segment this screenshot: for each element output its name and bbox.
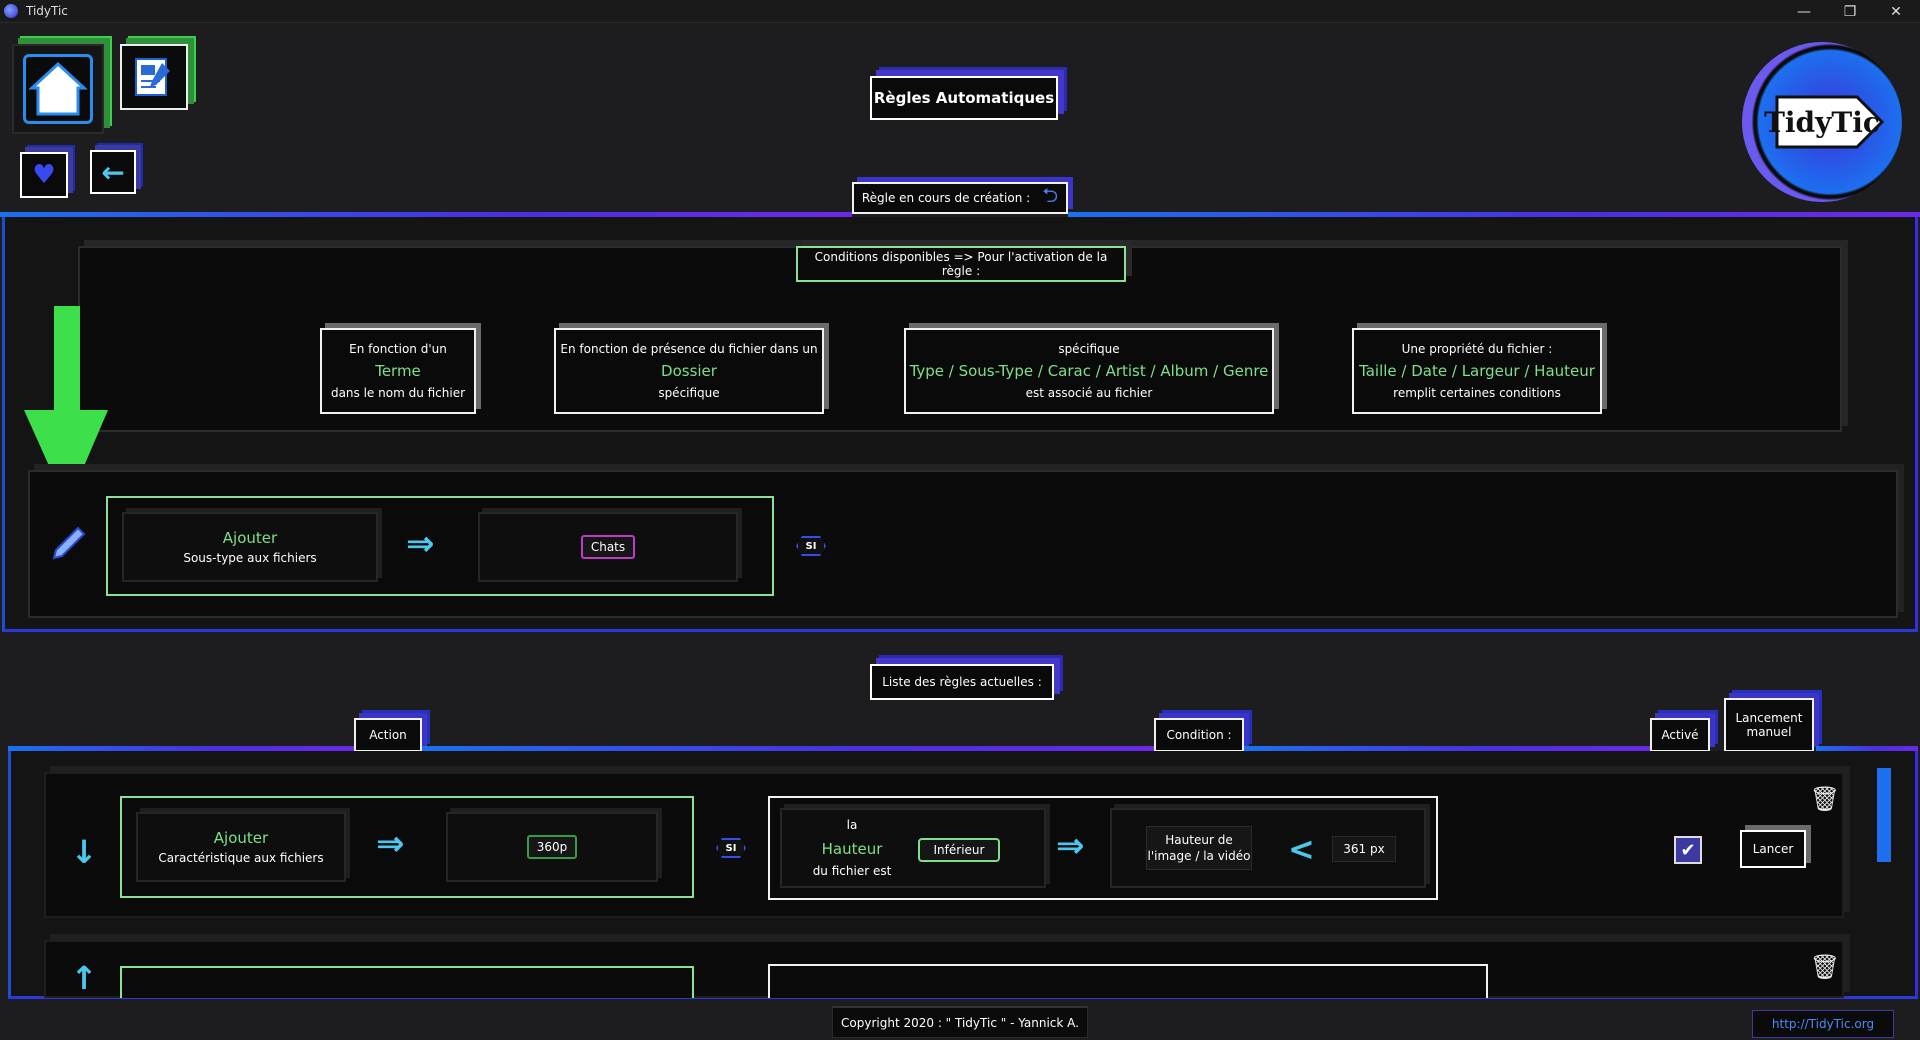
copyright: Copyright 2020 : " TidyTic " - Yannick A… <box>832 1006 1088 1038</box>
si-badge: SI <box>716 838 746 858</box>
list-edge <box>1816 746 1918 751</box>
column-active: Activé <box>1650 718 1710 752</box>
app-icon <box>4 4 18 18</box>
restore-button[interactable]: ❐ <box>1843 3 1857 20</box>
tidytic-logo: TidyTic <box>1742 42 1902 202</box>
page-title: Règles Automatiques <box>870 76 1058 120</box>
condition-card-folder[interactable]: En fonction de présence du fichier dans … <box>554 328 824 414</box>
card-line1: Une propriété du fichier : <box>1401 342 1553 356</box>
creation-tab: Règle en cours de création : ⮌ <box>852 182 1068 214</box>
trash-icon[interactable]: 🗑 <box>1809 953 1841 981</box>
list-edge <box>1244 746 1650 751</box>
card-line3: dans le nom du fichier <box>330 386 466 400</box>
condition-card-term[interactable]: En fonction d'un Terme dans le nom du fi… <box>320 328 476 414</box>
close-button[interactable]: ✕ <box>1890 3 1902 20</box>
si-badge: SI <box>796 536 826 556</box>
arrow-left-icon: ← <box>101 155 125 189</box>
card-line2: Dossier <box>661 362 717 380</box>
list-edge <box>8 746 354 751</box>
comparator-tag: Inférieur <box>918 838 1000 862</box>
column-action: Action <box>354 718 422 752</box>
move-down-icon[interactable]: ↓ <box>70 833 98 871</box>
rules-list-header: Liste des règles actuelles : <box>870 664 1054 700</box>
target-label: Hauteur de l'image / la vidéo <box>1146 826 1252 870</box>
condition-card-property[interactable]: Une propriété du fichier : Taille / Date… <box>1352 328 1602 414</box>
home-icon <box>23 54 93 124</box>
undo-icon[interactable]: ⮌ <box>1042 183 1059 207</box>
card-line1: En fonction d'un <box>349 342 447 356</box>
launch-button[interactable]: Lancer <box>1740 830 1806 868</box>
rule-action-title: Ajouter <box>213 829 269 847</box>
rule-condition <box>768 964 1488 998</box>
list-edge <box>422 746 1154 751</box>
heart-icon: ♥ <box>32 160 56 190</box>
arrow-right-icon: ⇒ <box>406 524 435 564</box>
action-title: Ajouter <box>222 529 278 547</box>
arrow-right-icon: ⇒ <box>376 824 405 864</box>
condition-card-type[interactable]: spécifique Type / Sous-Type / Carac / Ar… <box>904 328 1274 414</box>
trash-icon[interactable]: 🗑 <box>1809 785 1841 813</box>
rule-action-sub: Caractéristique aux fichiers <box>158 851 324 865</box>
value-tag: Chats <box>581 535 635 559</box>
card-line2: Terme <box>375 362 421 380</box>
arrow-right-icon: ⇒ <box>1056 826 1085 866</box>
move-up-icon[interactable]: ↑ <box>70 959 98 997</box>
cond-line2: Hauteur <box>821 840 883 858</box>
card-line1: En fonction de présence du fichier dans … <box>560 342 818 356</box>
active-checkbox[interactable]: ✔ <box>1674 836 1702 864</box>
window-title: TidyTic <box>26 4 68 18</box>
action-box[interactable]: Ajouter Sous-type aux fichiers <box>122 512 378 582</box>
target-line1: Hauteur de <box>1165 833 1233 847</box>
panel-edge-left <box>0 212 852 217</box>
value-box[interactable]: Chats <box>478 512 738 582</box>
column-manual-launch: Lancement manuel <box>1724 698 1814 752</box>
pencil-icon[interactable] <box>46 522 90 566</box>
card-line3: remplit certaines conditions <box>1393 386 1561 400</box>
card-line2: Type / Sous-Type / Carac / Artist / Albu… <box>909 362 1269 380</box>
conditions-header: Conditions disponibles => Pour l'activat… <box>796 246 1126 282</box>
cond-line3: du fichier est <box>812 864 892 878</box>
cond-line1: la <box>846 818 858 832</box>
rule-condition-box[interactable]: la Hauteur du fichier est Inférieur <box>780 808 1046 888</box>
title-bar <box>0 0 1920 23</box>
threshold-value: 361 px <box>1332 836 1396 862</box>
rule-action <box>120 966 694 998</box>
back-button[interactable]: ← <box>90 150 136 194</box>
creation-tab-label: Règle en cours de création : <box>861 191 1031 205</box>
rule-action-box[interactable]: Ajouter Caractéristique aux fichiers <box>136 812 346 882</box>
website-link[interactable]: http://TidyTic.org <box>1752 1010 1894 1038</box>
column-condition: Condition : <box>1154 718 1244 752</box>
card-line1: spécifique <box>1058 342 1120 356</box>
panel-edge-right <box>1068 212 1920 217</box>
card-line3: est associé au fichier <box>1025 386 1153 400</box>
card-line3: spécifique <box>658 386 720 400</box>
target-line2: l'image / la vidéo <box>1147 849 1251 863</box>
rule-value-tag: 360p <box>527 835 577 859</box>
scrollbar-thumb[interactable] <box>1877 768 1891 862</box>
favorites-button[interactable]: ♥ <box>20 152 68 198</box>
rule-target-box[interactable]: Hauteur de l'image / la vidéo < 361 px <box>1110 808 1426 888</box>
less-than-icon: < <box>1288 830 1315 868</box>
minimize-button[interactable]: — <box>1797 3 1811 20</box>
home-button[interactable] <box>12 44 104 134</box>
arrow-down-icon <box>24 306 108 506</box>
document-edit-icon <box>135 58 170 96</box>
rule-value-box[interactable]: 360p <box>446 812 658 882</box>
edit-rules-button[interactable] <box>120 44 188 110</box>
action-sub: Sous-type aux fichiers <box>183 551 317 565</box>
logo-text: TidyTic <box>1764 106 1880 139</box>
card-line2: Taille / Date / Largeur / Hauteur <box>1359 362 1595 380</box>
